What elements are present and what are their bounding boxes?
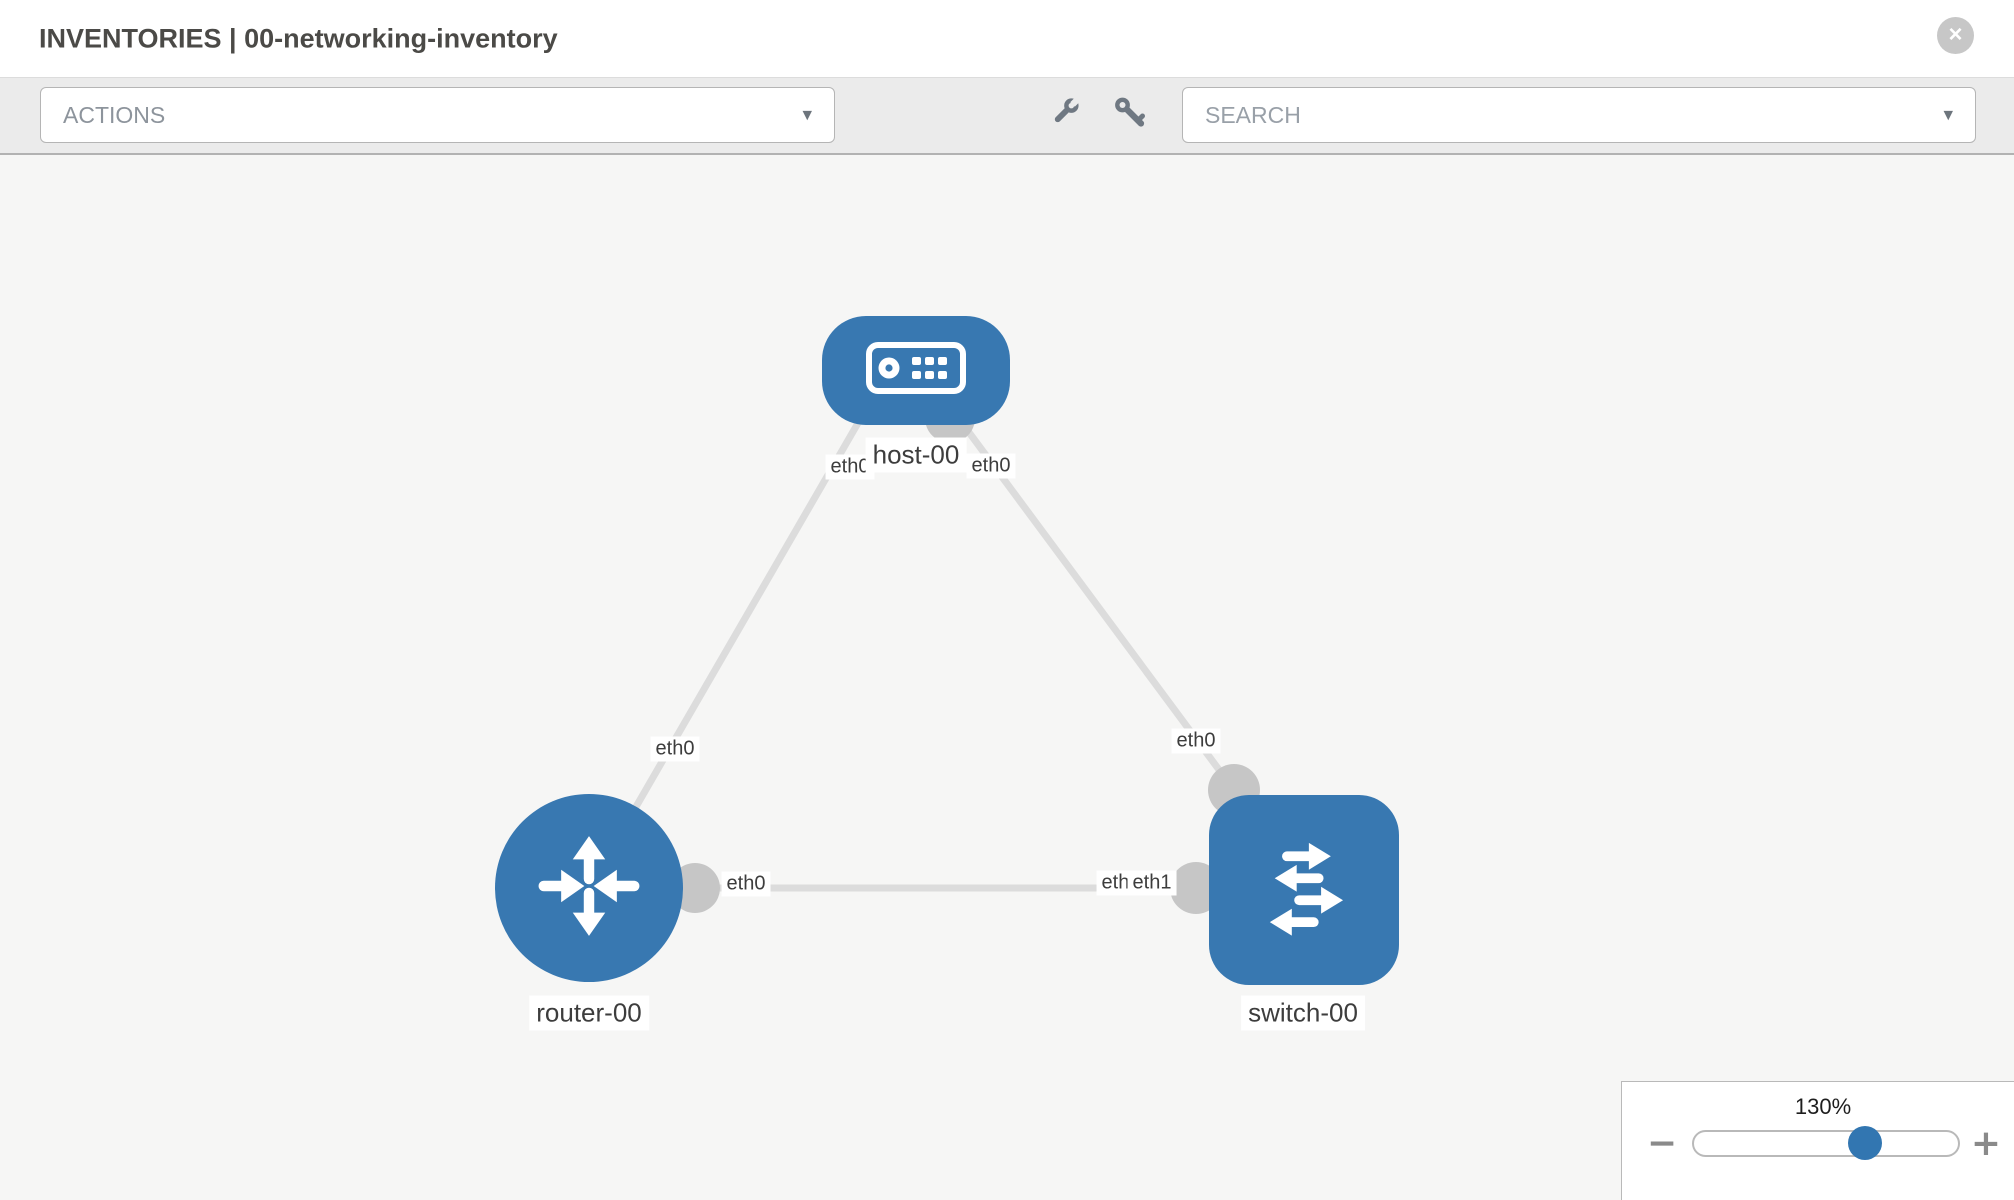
window-header: INVENTORIES | 00-networking-inventory × [0,0,2014,77]
node-label-switch-00: switch-00 [1241,995,1365,1031]
node-switch-00[interactable] [1209,795,1399,985]
zoom-level: 130% [1794,1094,1852,1119]
node-label-host-00: host-00 [865,437,967,473]
actions-dropdown[interactable]: ACTIONS ▾ [40,87,835,143]
actions-dropdown-label: ACTIONS [63,101,166,128]
toolbar: ACTIONS ▾ [0,77,2014,155]
chevron-down-icon: ▾ [802,103,812,126]
zoom-out-button[interactable]: − [1646,1122,1678,1164]
tools-button[interactable] [1044,93,1086,135]
search-dropdown[interactable]: SEARCH ▾ [1182,87,1976,143]
node-router-00[interactable] [495,794,683,982]
interface-label-switch-eth1: eth1 [1127,870,1177,896]
page-title: INVENTORIES | 00-networking-inventory [39,23,558,53]
interface-label-router-eth0-right: eth0 [721,871,771,897]
router-icon [531,828,647,949]
zoom-panel: 130% − + [1621,1081,2014,1200]
switch-icon [1243,827,1365,954]
interface-label-host-eth0-right: eth0 [966,453,1016,479]
plus-icon: + [1970,1122,2002,1164]
close-button[interactable]: × [1937,17,1974,54]
search-dropdown-label: SEARCH [1205,101,1301,128]
chevron-down-icon: ▾ [1943,103,1953,126]
host-icon [865,341,967,400]
interface-label-router-eth0-top: eth0 [650,736,700,762]
topology-canvas[interactable]: eth0 eth0 eth0 eth0 eth0 eth0 eth1 host-… [0,155,2014,1200]
zoom-slider-track[interactable] [1692,1130,1960,1157]
zoom-slider-handle[interactable] [1848,1126,1882,1160]
zoom-in-button[interactable]: + [1970,1122,2002,1164]
node-host-00[interactable] [822,316,1010,425]
credentials-button[interactable] [1108,93,1150,135]
interface-endpoint-router-right [670,863,720,913]
wrench-icon [1047,94,1083,135]
minus-icon: − [1646,1122,1678,1164]
key-icon [1111,94,1147,135]
topology-links [585,383,1304,914]
close-icon: × [1948,20,1963,48]
node-label-router-00: router-00 [529,995,649,1031]
interface-label-switch-eth0-top: eth0 [1171,728,1221,754]
